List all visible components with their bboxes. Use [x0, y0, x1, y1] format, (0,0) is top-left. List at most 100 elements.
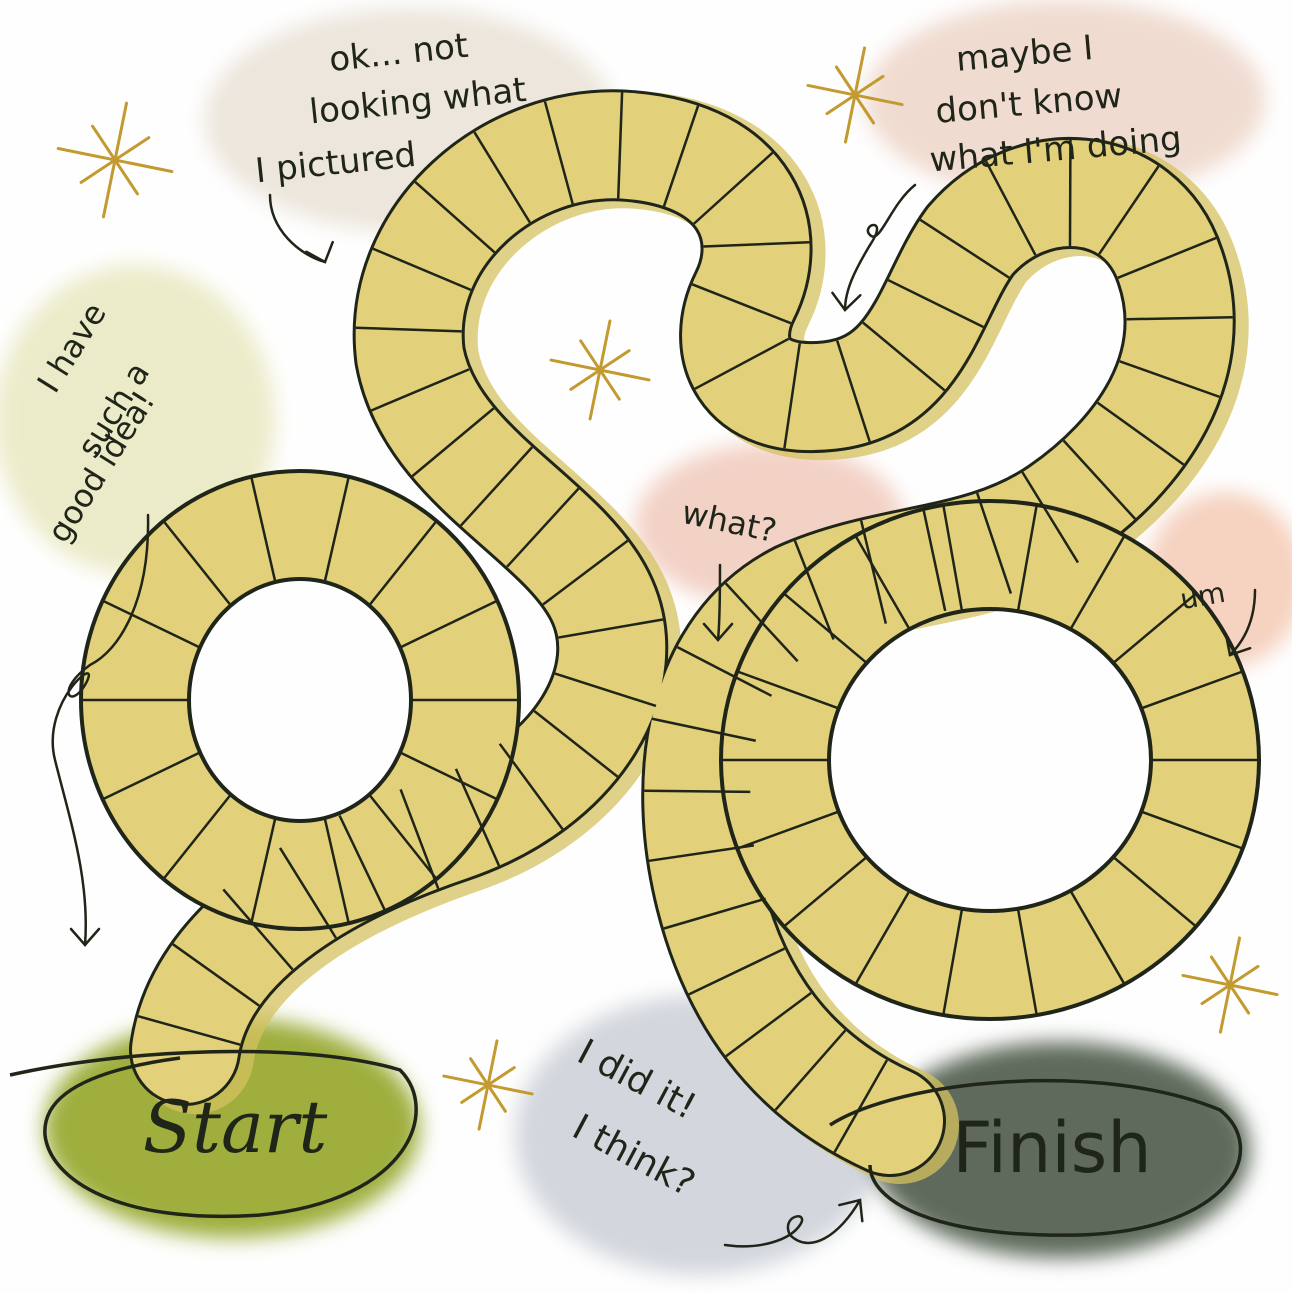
- loop-segment-divider: [323, 818, 350, 923]
- loop-segment-divider: [854, 535, 911, 629]
- track-segment-divider: [833, 1059, 889, 1153]
- loop-segment-divider: [1113, 593, 1197, 664]
- winding-track: [79, 89, 1261, 1184]
- loop-segment-divider: [1016, 505, 1038, 611]
- track-segment-divider: [459, 446, 534, 527]
- track-segment-divider: [542, 539, 629, 606]
- track-segment-divider: [411, 407, 495, 478]
- track-segment-divider: [862, 321, 946, 392]
- loop-segment-divider: [942, 505, 964, 611]
- arrow-head-icon: [831, 291, 862, 312]
- sparkle-icon: [549, 319, 651, 421]
- track-segment-divider: [783, 343, 801, 449]
- um-text: um: [1178, 576, 1228, 616]
- track-segment-divider: [338, 814, 387, 912]
- um-line-1: um: [1178, 576, 1228, 616]
- arrow-icon: [1228, 588, 1257, 657]
- finish-blob: [870, 1042, 1250, 1258]
- track-segment-divider: [725, 992, 812, 1058]
- loop-segment-divider: [737, 810, 839, 850]
- arrow-head-icon: [702, 622, 734, 642]
- track-segment-divider: [543, 101, 574, 205]
- track-segment-divider: [691, 283, 792, 325]
- arrow-icon: [843, 183, 917, 312]
- track-segment-divider: [454, 768, 501, 867]
- right-loop-body: [723, 503, 1257, 1017]
- arrow-head-icon: [838, 1198, 864, 1223]
- loop-segment-divider: [783, 856, 867, 927]
- start-oval-outline: [9, 1049, 418, 1219]
- track-segment-divider: [887, 279, 984, 329]
- track-segment-divider: [694, 337, 790, 390]
- loop-segment-divider: [1141, 810, 1243, 850]
- track-segment-divider: [921, 506, 947, 612]
- loop-segment-divider: [1113, 856, 1197, 927]
- arrow-icon: [716, 563, 722, 642]
- track-segment-divider: [1098, 165, 1160, 255]
- sparkle-icon: [442, 1039, 534, 1131]
- track-segment-divider: [644, 789, 751, 794]
- track-segment-divider: [703, 240, 810, 248]
- loop-segment-divider: [103, 751, 200, 801]
- sparkle-icon: [806, 46, 904, 144]
- track-segment-divider: [533, 710, 619, 778]
- track-segment-divider: [651, 717, 757, 742]
- bubble-maybe-blob: [865, 0, 1265, 200]
- track-segment-divider: [919, 218, 1010, 279]
- track-segment-divider: [835, 340, 871, 442]
- loop-segment-divider: [163, 520, 232, 606]
- finish-label: Finish: [952, 1107, 1151, 1189]
- loop-segment-divider: [1141, 670, 1243, 710]
- track-segment-divider: [984, 160, 1037, 256]
- loop-segment-divider: [323, 477, 350, 582]
- track-segment-divider: [498, 743, 564, 830]
- loop-segment-divider: [1069, 535, 1126, 629]
- track-segment-divider: [222, 888, 294, 971]
- track-segment-divider: [662, 105, 700, 207]
- loop-segment-divider: [250, 818, 277, 923]
- arrow-icon: [51, 513, 150, 947]
- track-segment-divider: [473, 131, 531, 224]
- loop-segment-divider: [400, 751, 497, 801]
- loop-segment-divider: [854, 891, 911, 985]
- loop-segment-divider: [942, 909, 964, 1015]
- track-segment-divider: [1119, 360, 1220, 399]
- loop-segment-divider: [163, 794, 232, 880]
- track-segment-divider: [793, 540, 835, 640]
- track-segment-divider: [663, 897, 766, 930]
- arrow-icon: [723, 1198, 862, 1248]
- track-segment-divider: [370, 368, 470, 412]
- track-segment-divider: [1021, 471, 1080, 564]
- loop-segment-divider: [368, 520, 437, 606]
- track-segment-divider: [278, 847, 338, 939]
- sparkle-icon: [1181, 936, 1279, 1034]
- track-segment-divider: [172, 943, 260, 1007]
- track-segment-divider: [724, 582, 799, 663]
- track-segment-divider: [506, 487, 580, 568]
- track-segment-divider: [1096, 401, 1185, 466]
- track-segment-divider: [1062, 439, 1137, 520]
- track-segment-divider: [688, 947, 786, 996]
- track-segment-divider: [975, 492, 1013, 594]
- track-segment-divider: [693, 151, 774, 225]
- track-segment-divider: [372, 247, 472, 292]
- sparkles: [56, 46, 1279, 1131]
- track-segment-divider: [859, 520, 888, 624]
- loop-segment-divider: [400, 599, 497, 649]
- sparkle-icon: [56, 101, 174, 219]
- arrows: [51, 183, 1257, 1248]
- arrow-icon: [268, 193, 327, 264]
- track-segment-divider: [414, 180, 496, 254]
- loop-segment-divider: [783, 593, 867, 664]
- finish-oval-outline: [829, 1078, 1243, 1237]
- loop-segment-divider: [250, 477, 277, 582]
- arrow-head-icon: [305, 240, 334, 264]
- track-segment-divider: [1126, 315, 1233, 321]
- track-segment-divider: [558, 618, 664, 639]
- loop-segment-divider: [1069, 891, 1126, 985]
- loop-segment-divider: [737, 670, 839, 710]
- start-label: Start: [143, 1085, 329, 1169]
- track-segment-divider: [648, 844, 755, 863]
